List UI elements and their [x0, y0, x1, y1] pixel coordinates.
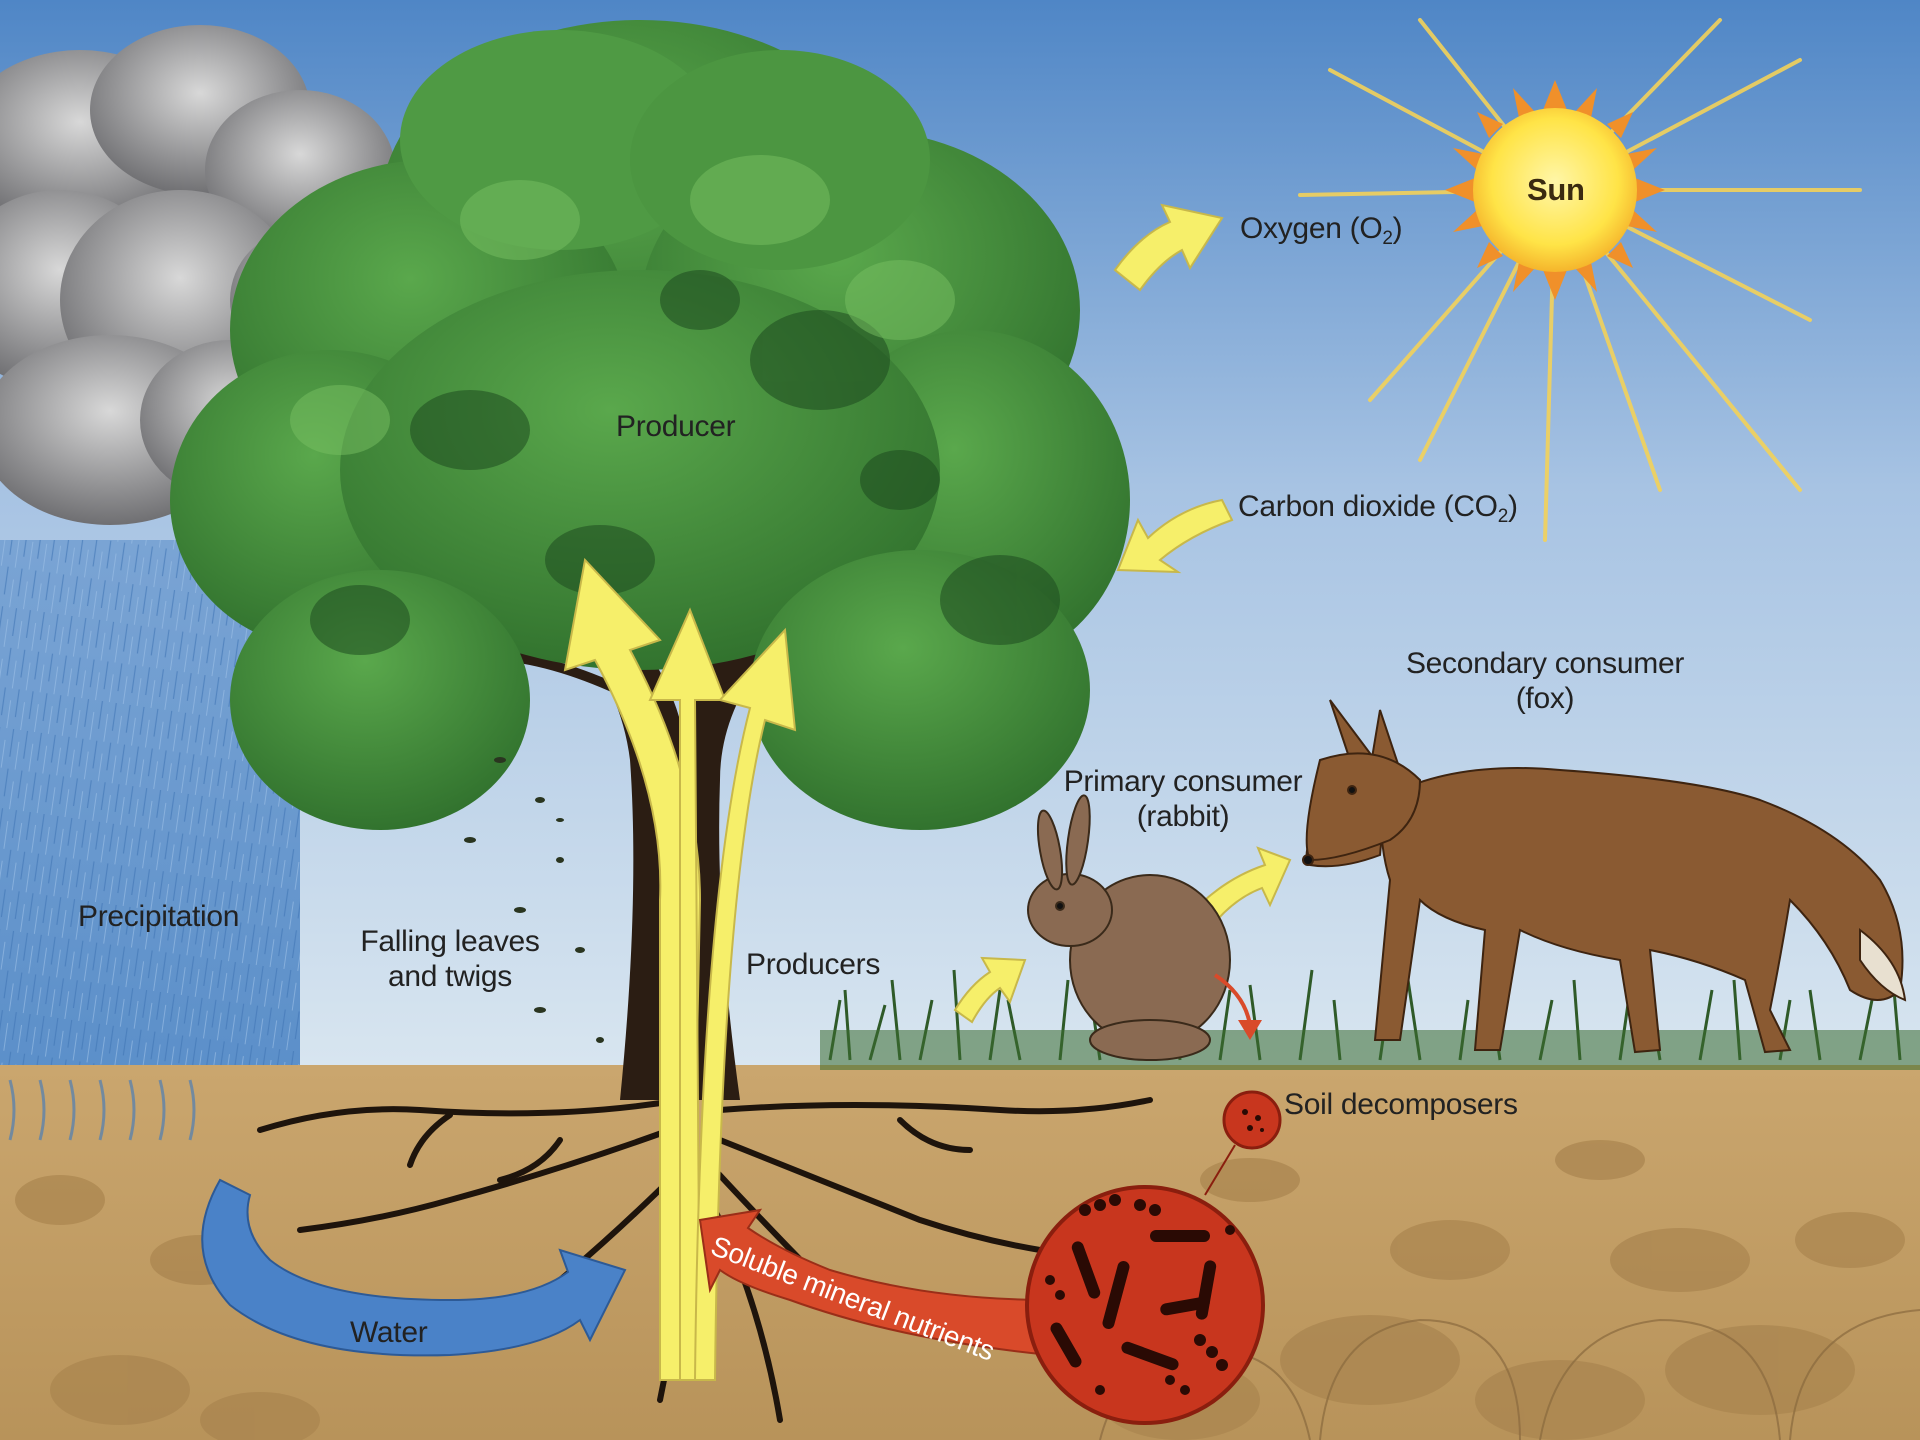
falling-leaves-line1: Falling leaves	[350, 925, 550, 960]
secondary-consumer-label: Secondary consumer (fox)	[1390, 647, 1700, 716]
primary-consumer-line2: (rabbit)	[1053, 800, 1313, 835]
carbon-dioxide-label-text: Carbon dioxide (CO	[1238, 490, 1498, 523]
secondary-consumer-line2: (fox)	[1390, 682, 1700, 717]
carbon-dioxide-label: Carbon dioxide (CO2)	[1238, 490, 1518, 528]
oxygen-label: Oxygen (O2)	[1240, 212, 1402, 250]
oxygen-label-text: Oxygen (O	[1240, 212, 1382, 245]
carbon-dioxide-label-close: )	[1508, 490, 1518, 523]
water-label: Water	[350, 1316, 427, 1351]
oxygen-label-close: )	[1393, 212, 1403, 245]
oxygen-subscript: 2	[1382, 228, 1392, 249]
precipitation-label: Precipitation	[78, 900, 239, 935]
carbon-dioxide-subscript: 2	[1498, 506, 1508, 527]
producers-label: Producers	[746, 948, 880, 983]
secondary-consumer-line1: Secondary consumer	[1390, 647, 1700, 682]
primary-consumer-label: Primary consumer (rabbit)	[1053, 765, 1313, 834]
soil-decomposers-label: Soil decomposers	[1284, 1088, 1518, 1123]
sun-label: Sun	[1527, 172, 1585, 208]
primary-consumer-line1: Primary consumer	[1053, 765, 1313, 800]
producer-label: Producer	[616, 410, 735, 445]
falling-leaves-label: Falling leaves and twigs	[350, 925, 550, 994]
falling-leaves-line2: and twigs	[350, 960, 550, 995]
